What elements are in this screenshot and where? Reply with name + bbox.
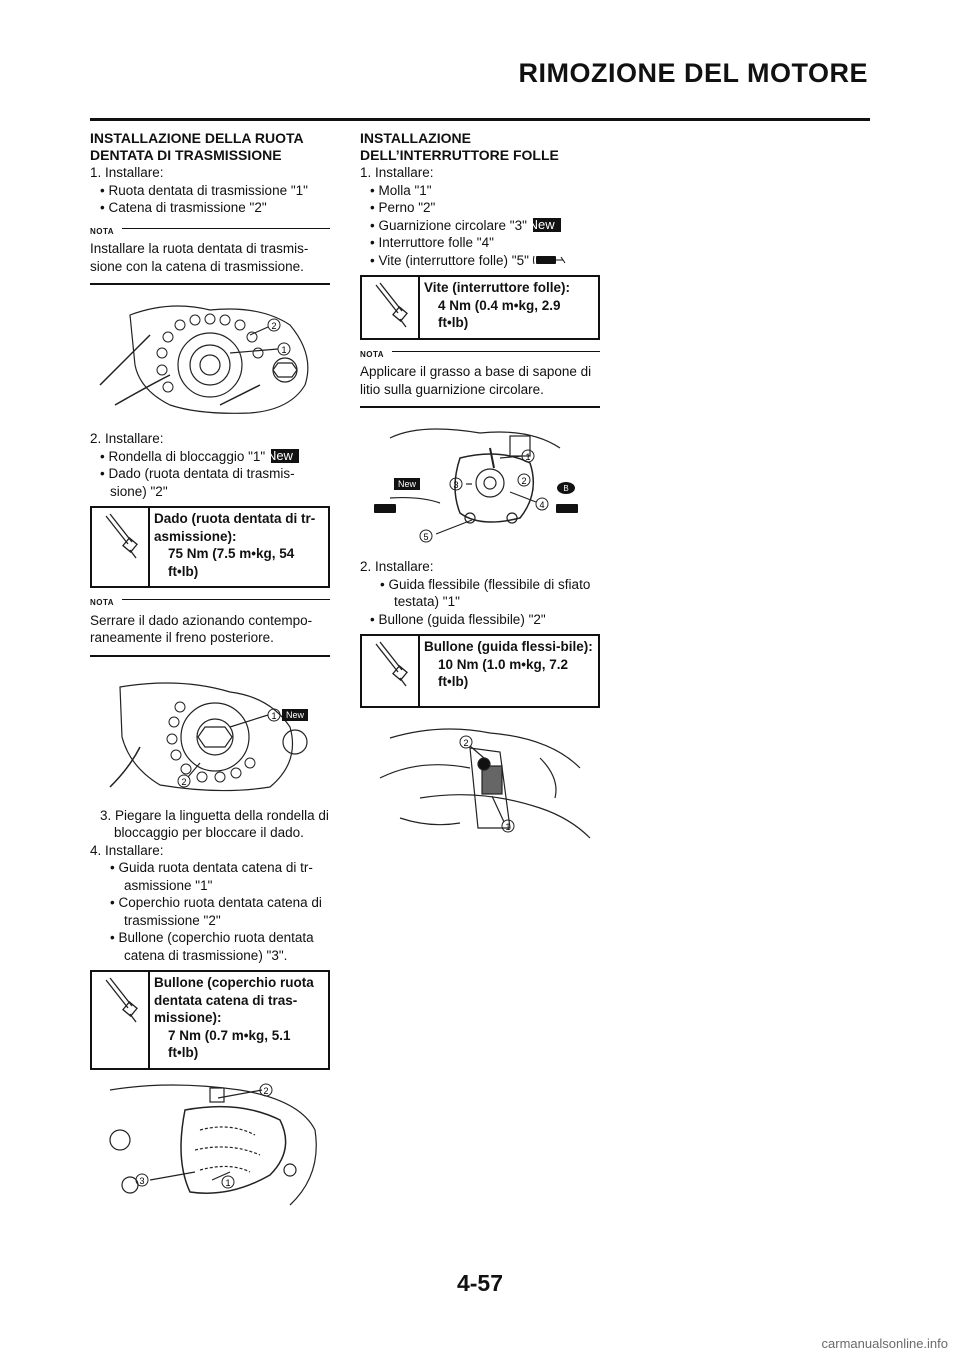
figure-label: 3 bbox=[139, 1176, 144, 1186]
section-heading: INSTALLAZIONE DELLA RUOTA bbox=[90, 130, 304, 146]
figure-label: 1 bbox=[225, 1178, 230, 1188]
figure-breather-guide: 2 1 bbox=[379, 728, 591, 839]
nota-text: Applicare il grasso a base di sapone di … bbox=[360, 363, 600, 408]
torque-spec-box: Bullone (coperchio ruota dentata catena … bbox=[90, 970, 330, 1070]
bullet-item: Bullone (coperchio ruota dentata catena … bbox=[100, 929, 330, 964]
bullet-item: Rondella di bloccaggio "1" New bbox=[100, 448, 330, 466]
right-column: INSTALLAZIONE DELL’INTERRUTTORE FOLLE 1.… bbox=[360, 130, 600, 853]
bullet-item: Guida ruota dentata catena di tr-asmissi… bbox=[100, 859, 330, 894]
bullet-item: Coperchio ruota dentata catena di trasmi… bbox=[100, 894, 330, 929]
torque-spec-box: Bullone (guida flessi-bile): 10 Nm (1.0 … bbox=[360, 634, 600, 708]
step-1: 1. Installare: bbox=[90, 165, 164, 180]
step-4: 4. Installare: bbox=[90, 842, 164, 858]
figure-label: 2 bbox=[181, 777, 186, 787]
torque-title: Dado (ruota dentata di tr-asmissione): bbox=[154, 511, 316, 544]
section-heading: INSTALLAZIONE bbox=[360, 130, 471, 146]
bullet-text: Vite (interruttore folle) "5" bbox=[378, 252, 529, 268]
bullet-text: Guarnizione circolare "3" bbox=[378, 217, 527, 233]
figure-label: 4 bbox=[539, 500, 544, 510]
page-title: RIMOZIONE DEL MOTORE bbox=[518, 58, 868, 88]
torque-value: 7 Nm (0.7 m•kg, 5.1 ft•lb) bbox=[168, 1027, 291, 1061]
nota-text: Serrare il dado azionando contempo-ranea… bbox=[90, 612, 330, 657]
bullet-item: Molla "1" bbox=[370, 182, 600, 200]
torque-title: Vite (interruttore folle): bbox=[424, 280, 571, 295]
figure-sprocket-cover: 2 3 1 bbox=[109, 1083, 317, 1205]
figure-label: 2 bbox=[263, 1086, 268, 1096]
torque-value: 75 Nm (7.5 m•kg, 54 ft•lb) bbox=[168, 546, 295, 579]
figure-sprocket-chain: 2 1 bbox=[99, 305, 309, 414]
step-2: 2. Installare: bbox=[360, 559, 434, 574]
figure-label: 1 bbox=[525, 452, 530, 462]
figure-label: 3 bbox=[453, 480, 458, 490]
torque-wrench-icon bbox=[362, 277, 420, 338]
section-heading-2: DELL’INTERRUTTORE FOLLE bbox=[360, 147, 559, 163]
nota-text: Installare la ruota dentata di trasmis-s… bbox=[90, 240, 330, 285]
bullet-item: Dado (ruota dentata di trasmis-sione) "2… bbox=[100, 465, 330, 500]
bullet-item: Ruota dentata di trasmissione "1" bbox=[100, 182, 330, 200]
bullet-item: Guarnizione circolare "3" New bbox=[370, 217, 600, 235]
left-column: INSTALLAZIONE DELLA RUOTA DENTATA DI TRA… bbox=[90, 130, 330, 1220]
page-number: 4-57 bbox=[456, 1270, 504, 1296]
nota-label: NOTA bbox=[360, 346, 600, 364]
torque-wrench-icon bbox=[92, 972, 150, 1068]
figure-label: 2 bbox=[463, 738, 468, 748]
figure-label: 2 bbox=[521, 476, 526, 486]
bullet-item: Bullone (guida flessibile) "2" bbox=[370, 611, 600, 629]
figure-label: 1 bbox=[271, 711, 276, 721]
torque-spec-box: Dado (ruota dentata di tr-asmissione): 7… bbox=[90, 506, 330, 588]
figure-label: B bbox=[563, 484, 568, 493]
figure-new-label: New bbox=[398, 479, 417, 489]
figure-label: 2 bbox=[271, 321, 276, 331]
section-heading-2: DENTATA DI TRASMISSIONE bbox=[90, 147, 282, 163]
nota-label: NOTA bbox=[90, 223, 330, 241]
torque-title: Bullone (coperchio ruota dentata catena … bbox=[154, 975, 314, 1025]
torque-title: Bullone (guida flessi-bile): bbox=[424, 639, 593, 654]
bullet-item: Vite (interruttore folle) "5" bbox=[370, 252, 600, 270]
step-2: 2. Installare: bbox=[90, 431, 164, 446]
bullet-item: Interruttore folle "4" bbox=[370, 234, 600, 252]
figure-lock-washer: 1 New 2 bbox=[109, 681, 308, 791]
figure-label: 1 bbox=[281, 345, 286, 355]
figure-label: 5 bbox=[423, 532, 428, 542]
torque-wrench-icon bbox=[92, 508, 150, 586]
bullet-item: Guida flessibile (flessibile di sfiato t… bbox=[370, 576, 600, 611]
torque-spec-box: Vite (interruttore folle): 4 Nm (0.4 m•k… bbox=[360, 275, 600, 340]
figure-neutral-switch: New 3 1 2 4 5 B bbox=[374, 428, 578, 543]
new-badge: New bbox=[529, 217, 561, 232]
figure-label: 1 bbox=[505, 822, 510, 832]
torque-wrench-icon bbox=[362, 636, 420, 706]
torque-value: 10 Nm (1.0 m•kg, 7.2 ft•lb) bbox=[438, 656, 569, 690]
figure-new-label: New bbox=[286, 710, 305, 720]
torque-value: 4 Nm (0.4 m•kg, 2.9 ft•lb) bbox=[438, 297, 561, 331]
locking-agent-icon bbox=[532, 255, 566, 264]
bullet-item: Perno "2" bbox=[370, 199, 600, 217]
bullet-item: Catena di trasmissione "2" bbox=[100, 199, 330, 217]
new-badge: New bbox=[267, 448, 299, 463]
bullet-text: Rondella di bloccaggio "1" bbox=[108, 448, 266, 464]
nota-label: NOTA bbox=[90, 594, 330, 612]
watermark: carmanualsonline.info bbox=[821, 1336, 948, 1351]
header-rule bbox=[90, 118, 870, 121]
step-1: 1. Installare: bbox=[360, 165, 434, 180]
step-3: 3. Piegare la linguetta della rondella d… bbox=[100, 807, 329, 841]
